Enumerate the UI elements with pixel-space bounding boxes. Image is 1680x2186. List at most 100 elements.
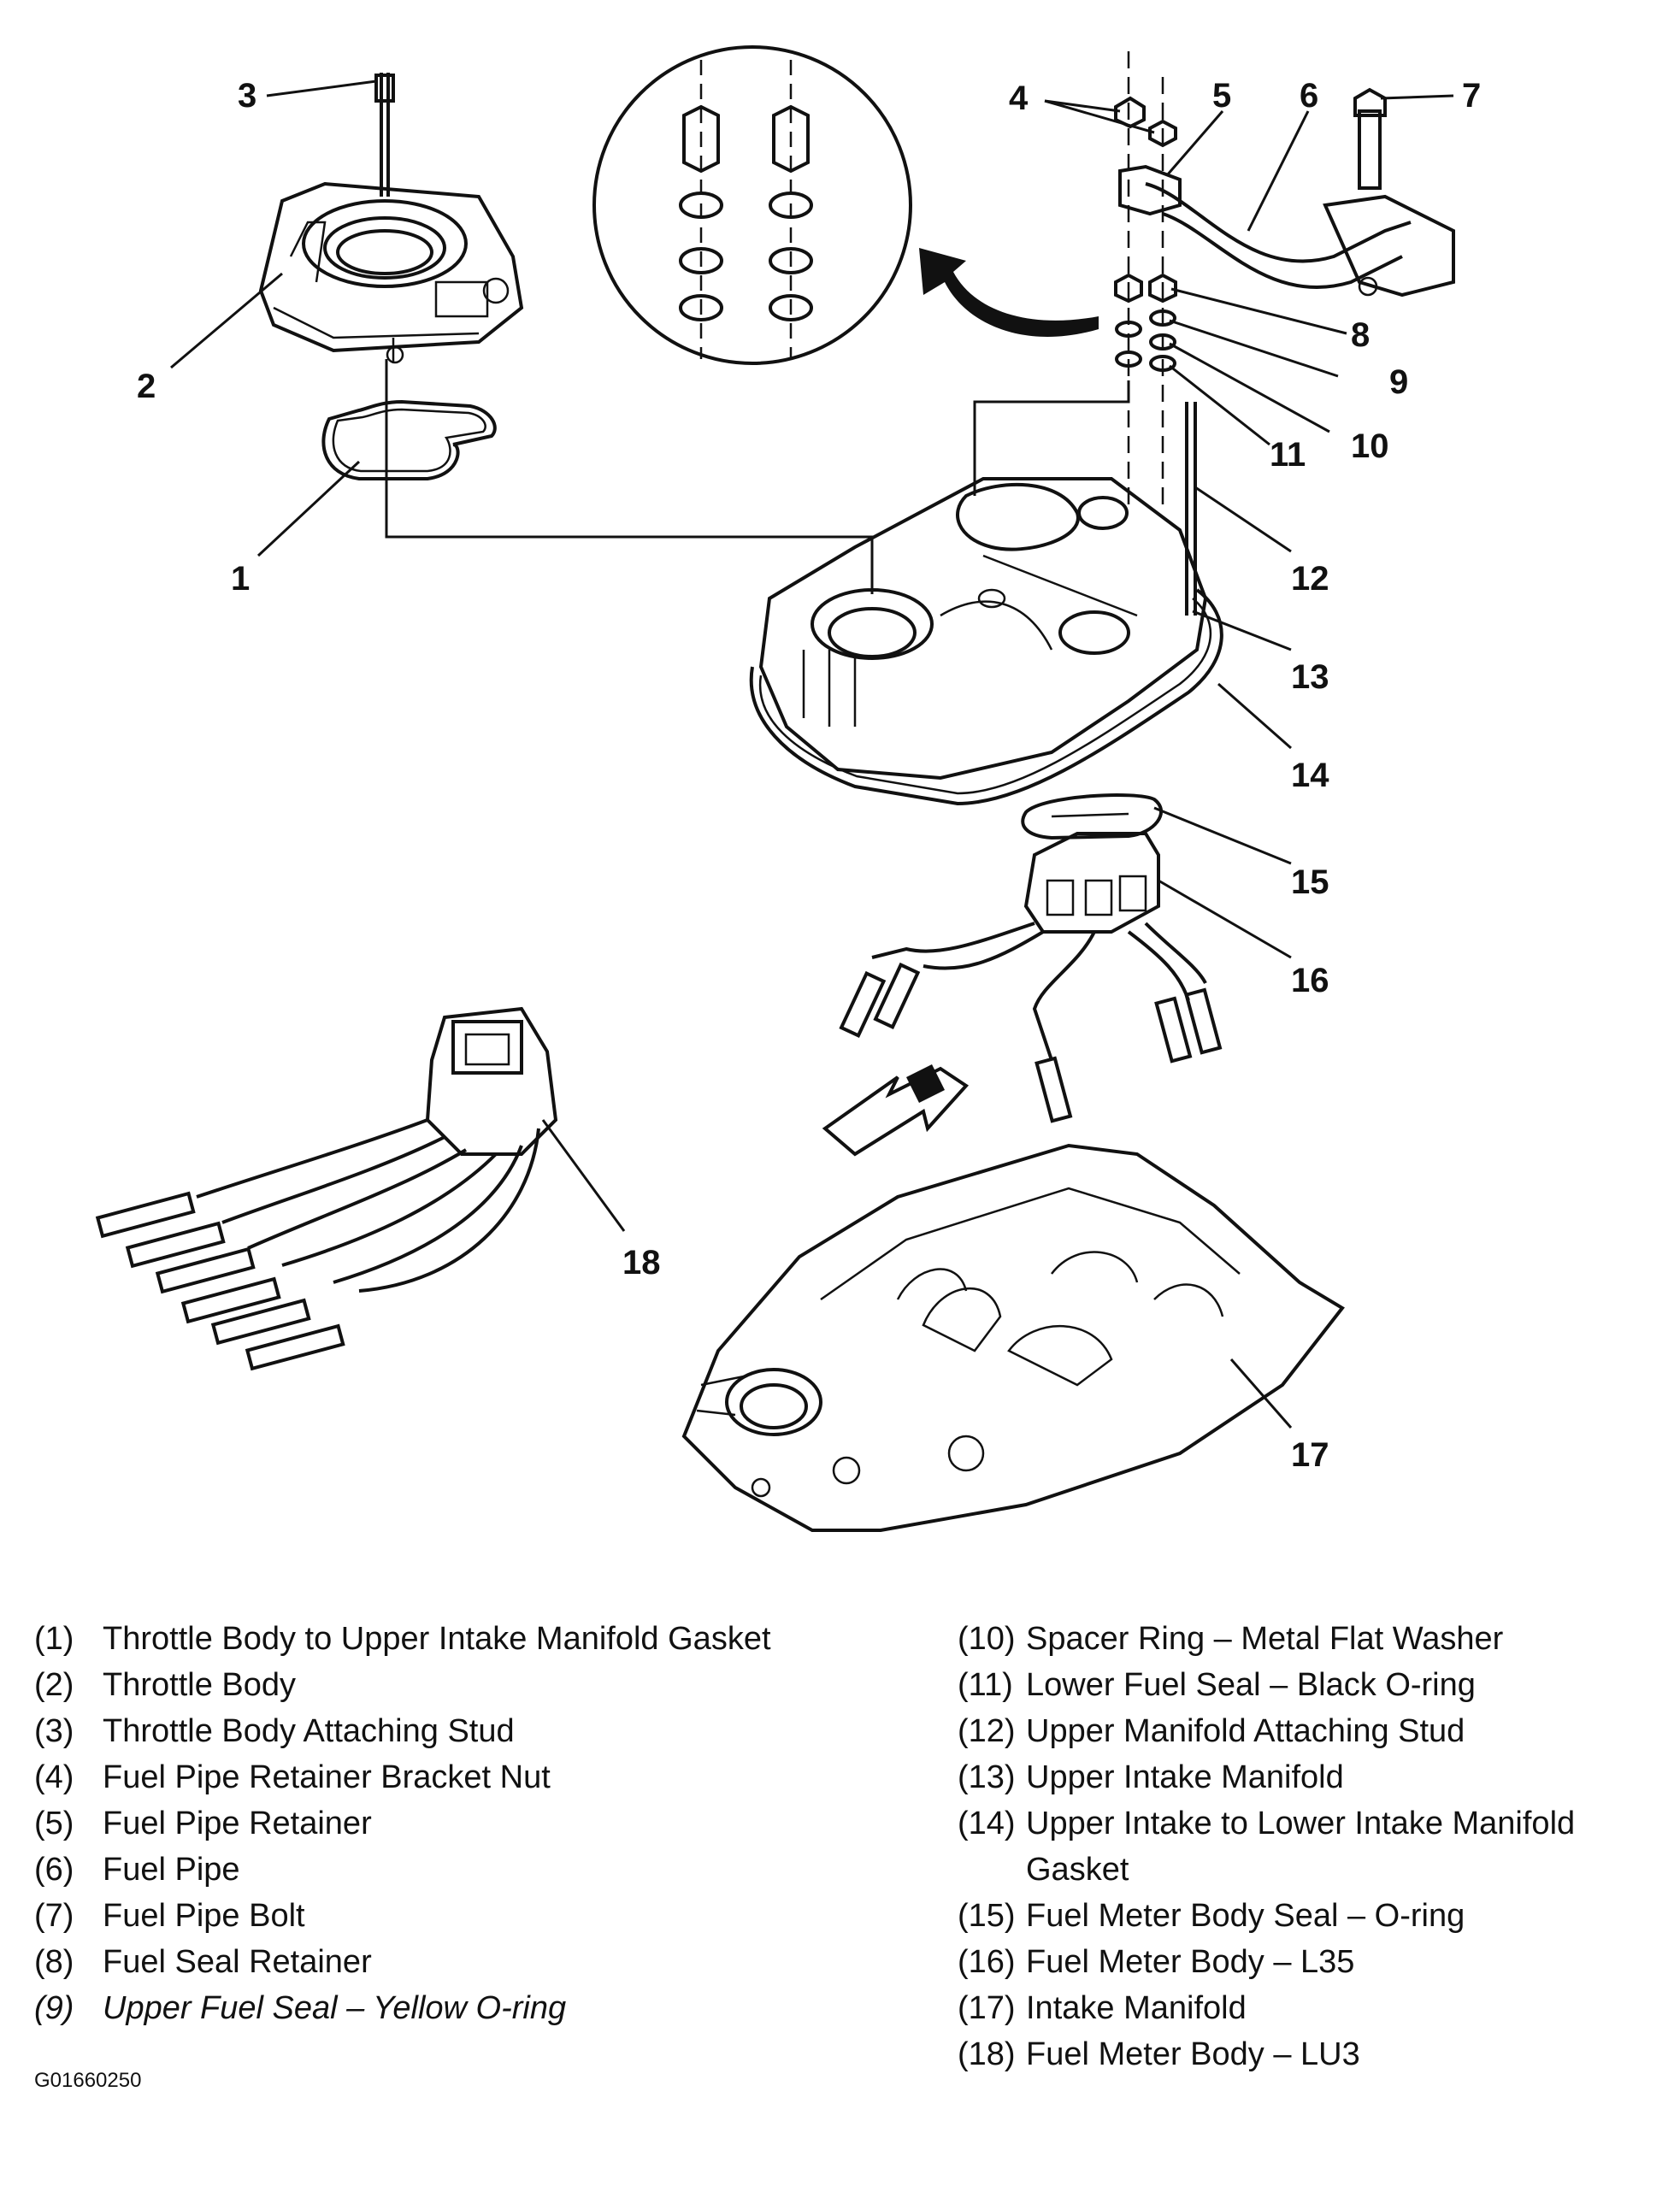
callout-3: 3 xyxy=(238,77,256,115)
legend-item-5: (5) Fuel Pipe Retainer xyxy=(34,1800,889,1847)
injector-l35-3 xyxy=(1035,1056,1073,1123)
injector-l35-4 xyxy=(1154,996,1193,1064)
seal-stack-right xyxy=(769,104,813,321)
callout-11: 11 xyxy=(1270,436,1306,474)
legend-text: Fuel Seal Retainer xyxy=(103,1944,372,1980)
callout-numbers: 3 2 1 4 5 6 7 8 9 10 11 12 13 14 15 16 1… xyxy=(137,77,1481,1474)
fuel-pipe-assembly xyxy=(1114,51,1455,513)
legend-item-9: (9) Upper Fuel Seal – Yellow O-ring xyxy=(34,1985,889,2031)
intake-manifold xyxy=(681,1143,1345,1532)
callout-17: 17 xyxy=(1291,1436,1329,1474)
guide-line-throttle xyxy=(385,359,874,594)
upper-manifold-attaching-stud xyxy=(1185,402,1197,616)
legend-num: (18) xyxy=(958,2036,1016,2072)
throttle-body-attaching-stud xyxy=(374,73,395,197)
fuel-seals-stack xyxy=(973,273,1177,496)
fuel-meter-body-lu3 xyxy=(95,1006,558,1371)
legend-text: Throttle Body Attaching Stud xyxy=(103,1713,515,1749)
legend-num: (3) xyxy=(34,1713,74,1749)
injector-lu3-3 xyxy=(155,1246,256,1294)
legend-text: Fuel Meter Body – L35 xyxy=(1026,1944,1355,1980)
legend-num: (8) xyxy=(34,1944,74,1980)
legend-num: (16) xyxy=(958,1944,1016,1980)
legend-num: (12) xyxy=(958,1713,1016,1749)
callout-2: 2 xyxy=(137,368,156,405)
callout-14: 14 xyxy=(1291,757,1329,794)
legend-num: (17) xyxy=(958,1990,1016,2026)
legend-num: (4) xyxy=(34,1759,74,1795)
legend-num: (1) xyxy=(34,1621,74,1657)
legend-item-11: (11) Lower Fuel Seal – Black O-ring xyxy=(958,1662,1659,1708)
legend-item-10: (10) Spacer Ring – Metal Flat Washer xyxy=(958,1616,1659,1662)
legend-item-6: (6) Fuel Pipe xyxy=(34,1847,889,1893)
legend-item-8: (8) Fuel Seal Retainer xyxy=(34,1939,889,1985)
callout-4: 4 xyxy=(1009,80,1029,117)
callout-8: 8 xyxy=(1351,316,1370,354)
legend-right-column: (10) Spacer Ring – Metal Flat Washer (11)… xyxy=(958,1616,1659,2077)
front-direction-arrow xyxy=(822,1064,970,1157)
legend-text: Intake Manifold xyxy=(1026,1990,1247,2026)
legend-text: Upper Manifold Attaching Stud xyxy=(1026,1713,1465,1749)
legend-item-18: (18) Fuel Meter Body – LU3 xyxy=(958,2031,1659,2077)
legend-num: (10) xyxy=(958,1621,1016,1657)
legend-num: (6) xyxy=(34,1852,74,1888)
legend-num: (14) xyxy=(958,1806,1016,1841)
legend-text: Lower Fuel Seal – Black O-ring xyxy=(1026,1667,1476,1703)
callout-1: 1 xyxy=(231,560,250,598)
callout-16: 16 xyxy=(1291,962,1329,999)
legend-num: (13) xyxy=(958,1759,1016,1795)
detail-arrow xyxy=(919,248,1099,337)
fuel-meter-body-seal xyxy=(1021,793,1163,840)
legend-text: Fuel Pipe Bolt xyxy=(103,1898,305,1934)
legend-text: Upper Intake to Lower Intake Manifold Ga… xyxy=(1026,1806,1576,1888)
legend-item-7: (7) Fuel Pipe Bolt xyxy=(34,1893,889,1939)
callout-12: 12 xyxy=(1291,560,1329,598)
legend-text: Spacer Ring – Metal Flat Washer xyxy=(1026,1621,1504,1657)
injector-l35-5 xyxy=(1184,987,1223,1055)
callout-13: 13 xyxy=(1291,658,1329,696)
legend-text: Fuel Pipe Retainer xyxy=(103,1806,372,1841)
injector-l35-1 xyxy=(839,970,887,1038)
callout-10: 10 xyxy=(1351,427,1389,465)
injector-lu3-1 xyxy=(95,1191,196,1239)
legend-num: (7) xyxy=(34,1898,74,1934)
leader-lines xyxy=(170,80,1454,1429)
legend-text: Throttle Body to Upper Intake Manifold G… xyxy=(103,1621,771,1657)
legend-num: (15) xyxy=(958,1898,1016,1934)
legend-item-13: (13) Upper Intake Manifold xyxy=(958,1754,1659,1800)
injector-l35-2 xyxy=(873,962,921,1029)
figure-id: G01660250 xyxy=(34,2069,142,2092)
legend-item-3: (3) Throttle Body Attaching Stud xyxy=(34,1708,889,1754)
legend-item-17: (17) Intake Manifold xyxy=(958,1985,1659,2031)
fuel-meter-body-l35 xyxy=(839,832,1223,1123)
legend-item-12: (12) Upper Manifold Attaching Stud xyxy=(958,1708,1659,1754)
legend-text: Fuel Pipe Retainer Bracket Nut xyxy=(103,1759,551,1795)
injector-lu3-4 xyxy=(180,1276,281,1324)
legend-item-16: (16) Fuel Meter Body – L35 xyxy=(958,1939,1659,1985)
throttle-body-gasket xyxy=(321,399,497,480)
legend-text: Upper Fuel Seal – Yellow O-ring xyxy=(103,1990,567,2026)
throttle-body xyxy=(258,181,524,364)
legend-text: Fuel Pipe xyxy=(103,1852,240,1888)
upper-to-lower-manifold-gasket xyxy=(749,588,1223,806)
callout-15: 15 xyxy=(1291,863,1329,901)
legend-num: (9) xyxy=(34,1990,74,2026)
legend-text: Fuel Meter Body Seal – O-ring xyxy=(1026,1898,1465,1934)
exploded-parts-diagram: 3 2 1 4 5 6 7 8 9 10 11 12 13 14 15 16 1… xyxy=(95,45,1481,1532)
legend-item-14: (14) Upper Intake to Lower Intake Manifol… xyxy=(958,1800,1659,1893)
upper-intake-manifold xyxy=(758,477,1208,781)
legend-item-4: (4) Fuel Pipe Retainer Bracket Nut xyxy=(34,1754,889,1800)
callout-6: 6 xyxy=(1300,77,1318,115)
callout-5: 5 xyxy=(1212,77,1231,115)
legend-num: (5) xyxy=(34,1806,74,1841)
legend-text: Upper Intake Manifold xyxy=(1026,1759,1344,1795)
legend-item-15: (15) Fuel Meter Body Seal – O-ring xyxy=(958,1893,1659,1939)
legend-text: Fuel Meter Body – LU3 xyxy=(1026,2036,1360,2072)
callout-7: 7 xyxy=(1462,77,1481,115)
legend-text: Throttle Body xyxy=(103,1667,296,1703)
legend-num: (11) xyxy=(958,1667,1013,1703)
injector-lu3-2 xyxy=(125,1221,226,1269)
injector-lu3-5 xyxy=(210,1298,311,1346)
legend-num: (2) xyxy=(34,1667,74,1703)
callout-9: 9 xyxy=(1389,363,1408,401)
